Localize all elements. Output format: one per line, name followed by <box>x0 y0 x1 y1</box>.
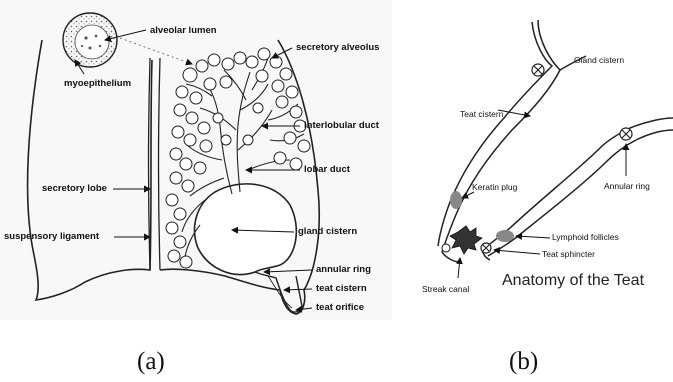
label-lymphoid-follicles: Lymphoid follicles <box>552 233 619 242</box>
streak-canal-mass <box>450 226 482 254</box>
caption-b: (b) <box>509 349 538 374</box>
label-teat-cistern-b: Teat cistern <box>460 110 503 119</box>
lymphoid-follicle-blob <box>496 230 514 242</box>
gland-cistern-shape <box>195 184 297 275</box>
label-gland-cistern: gland cistern <box>298 227 357 237</box>
label-keratin-plug: Keratin plug <box>472 183 517 192</box>
label-streak-canal: Streak canal <box>422 285 469 294</box>
suspensory-ligament-line-1 <box>149 58 151 270</box>
label-teat-sphincter: Teat sphincter <box>542 250 595 259</box>
teat-walls <box>438 20 673 262</box>
alveolus-magnified <box>63 13 117 67</box>
udder-diagram-panel: alveolar lumen myoepithelium secretory a… <box>0 0 392 320</box>
label-annular-ring-b: Annular ring <box>604 182 650 191</box>
label-gland-cistern-b: Gland cistern <box>574 56 624 65</box>
caption-a: (a) <box>137 349 165 374</box>
label-annular-ring: annular ring <box>316 265 371 275</box>
panel-b-title: Anatomy of the Teat <box>502 273 644 289</box>
label-teat-cistern: teat cistern <box>316 284 367 294</box>
label-teat-orifice: teat orifice <box>316 303 364 313</box>
teat-anatomy-panel: Gland cistern Teat cistern Keratin plug … <box>400 0 673 320</box>
label-secretory-alveolus: secretory alveolus <box>296 43 379 53</box>
suspensory-ligament-line-2 <box>159 58 161 270</box>
keratin-plug-blob-1 <box>450 191 462 209</box>
label-myoepithelium: myoepithelium <box>64 79 131 89</box>
magnify-dotted-line <box>120 38 192 64</box>
label-interlobular-duct: interlobular duct <box>304 121 379 131</box>
label-suspensory-ligament: suspensory ligament <box>4 232 99 242</box>
label-alveolar-lumen: alveolar lumen <box>150 26 217 36</box>
label-lobar-duct: lobar duct <box>304 165 350 175</box>
label-secretory-lobe: secretory lobe <box>42 184 107 194</box>
